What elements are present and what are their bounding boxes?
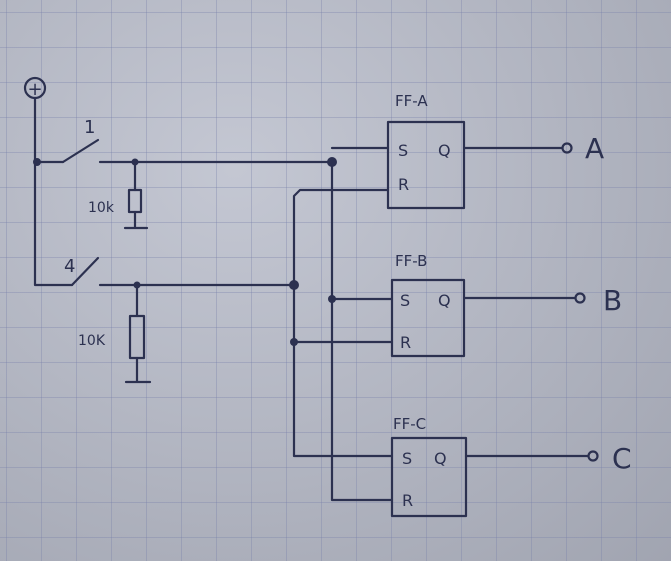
resistor1-ground xyxy=(123,210,149,230)
resistor1-body xyxy=(127,188,143,214)
output-terminal-a xyxy=(561,142,573,154)
ffb-reset-label: R xyxy=(400,333,411,352)
ffa-title: FF-A xyxy=(395,92,428,110)
ffa-set-label: S xyxy=(398,141,408,160)
resistor1-label: 10k xyxy=(88,200,115,216)
resistor2-label: 10K xyxy=(78,333,106,349)
junction-node xyxy=(327,157,337,167)
junction-node xyxy=(33,158,41,166)
output-terminal-b xyxy=(574,292,586,304)
resistor2-body xyxy=(128,314,146,360)
switch1-blade xyxy=(61,138,100,164)
switch4-label: 4 xyxy=(64,256,75,277)
ffc-title: FF-C xyxy=(393,415,426,433)
junction-node xyxy=(290,338,298,346)
resistor2-ground xyxy=(124,356,152,384)
ffa-reset-wire xyxy=(292,188,390,287)
junction-node xyxy=(328,295,336,303)
output-label-b: B xyxy=(603,284,622,317)
ffa-output-label: Q xyxy=(438,141,451,160)
ffb-set-label: S xyxy=(400,291,410,310)
output-terminal-c xyxy=(587,450,599,462)
output-label-c: C xyxy=(612,442,632,475)
ffb-box xyxy=(390,278,466,358)
switch1-label: 1 xyxy=(84,117,95,138)
ffa-reset-label: R xyxy=(398,175,409,194)
ffb-title: FF-B xyxy=(395,252,427,270)
ffc-set-label: S xyxy=(402,449,412,468)
output-label-a: A xyxy=(585,132,604,165)
ffc-reset-label: R xyxy=(402,491,413,510)
ffb-output-label: Q xyxy=(438,291,451,310)
switch4-blade xyxy=(70,256,100,287)
supply-symbol: + xyxy=(27,79,42,100)
bus-switch4 xyxy=(292,283,394,458)
bus-switch1 xyxy=(330,160,394,502)
ffa-box xyxy=(386,120,466,210)
junction-node xyxy=(289,280,299,290)
ffc-output-label: Q xyxy=(434,449,447,468)
ffc-box xyxy=(390,436,468,518)
